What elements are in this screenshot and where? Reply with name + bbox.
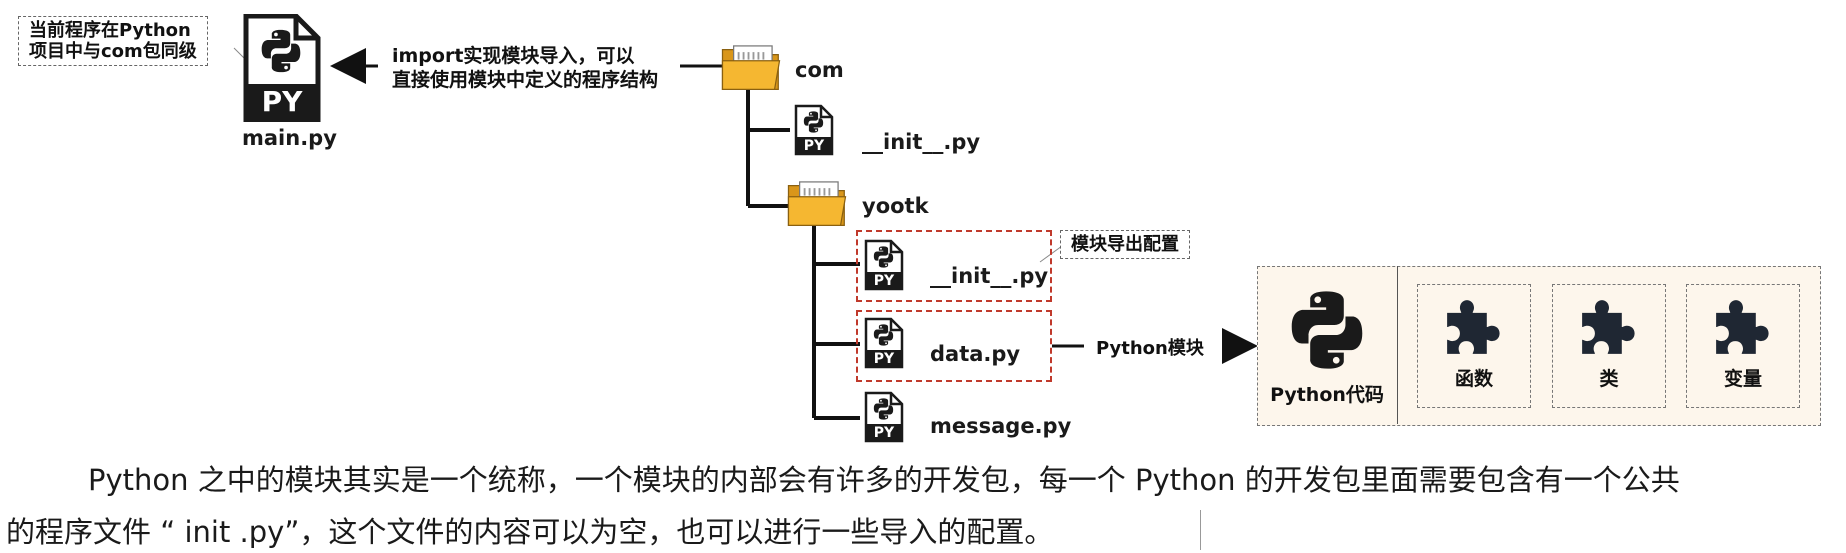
text-cursor <box>1200 510 1201 550</box>
data-file-label: data.py <box>930 342 1021 366</box>
yootk-folder-label: yootk <box>862 194 929 218</box>
python-logo-icon <box>1285 288 1369 372</box>
main-note: 当前程序在Python 项目中与com包同级 <box>18 16 208 66</box>
puzzle-icon <box>1442 295 1506 359</box>
import-description: import实现模块导入，可以 直接使用模块中定义的程序结构 <box>392 44 658 92</box>
message-file-icon: PY <box>864 390 904 444</box>
import-text-line2: 直接使用模块中定义的程序结构 <box>392 69 659 91</box>
main-py-badge: PY <box>261 85 303 118</box>
import-text-line1: import实现模块导入，可以 <box>392 45 635 67</box>
com-init-file-icon: PY <box>794 104 834 156</box>
paragraph-line2: 的程序文件 “ init .py”，这个文件的内容可以为空，也可以进行一些导入的… <box>6 515 1054 549</box>
main-note-line1: 当前程序在Python <box>29 20 191 41</box>
yootk-init-label: __init__.py <box>930 264 1049 288</box>
python-module-label: Python模块 <box>1096 338 1204 359</box>
puzzle-icon <box>1577 295 1641 359</box>
paragraph-line1: Python 之中的模块其实是一个统称，一个模块的内部会有许多的开发包，每一个 … <box>88 463 1680 497</box>
python-code-cell: Python代码 <box>1257 266 1398 424</box>
class-label: 类 <box>1599 368 1619 390</box>
yootk-folder-icon <box>786 178 848 228</box>
com-init-label: __init__.py <box>862 130 981 154</box>
com-folder-label: com <box>795 58 844 82</box>
puzzle-icon <box>1711 295 1775 359</box>
yootk-init-file-icon: PY <box>864 238 904 292</box>
function-label: 函数 <box>1454 368 1493 390</box>
com-folder-icon <box>720 42 782 92</box>
data-highlight <box>856 310 1052 382</box>
main-py-label: main.py <box>242 126 337 150</box>
yootk-init-highlight <box>856 230 1052 302</box>
message-file-label: message.py <box>930 414 1072 438</box>
com-init-badge: PY <box>803 138 825 154</box>
data-file-icon: PY <box>864 316 904 370</box>
python-code-label: Python代码 <box>1270 384 1384 406</box>
yootk-init-badge: PY <box>873 273 895 289</box>
main-py-file-icon: PY <box>242 13 322 123</box>
class-piece: 类 <box>1552 284 1666 408</box>
data-badge: PY <box>873 351 895 367</box>
main-note-line2: 项目中与com包同级 <box>29 41 197 62</box>
variable-label: 变量 <box>1723 368 1762 390</box>
function-piece: 函数 <box>1417 284 1531 408</box>
variable-piece: 变量 <box>1686 284 1800 408</box>
export-note: 模块导出配置 <box>1060 230 1190 259</box>
message-badge: PY <box>873 425 895 441</box>
